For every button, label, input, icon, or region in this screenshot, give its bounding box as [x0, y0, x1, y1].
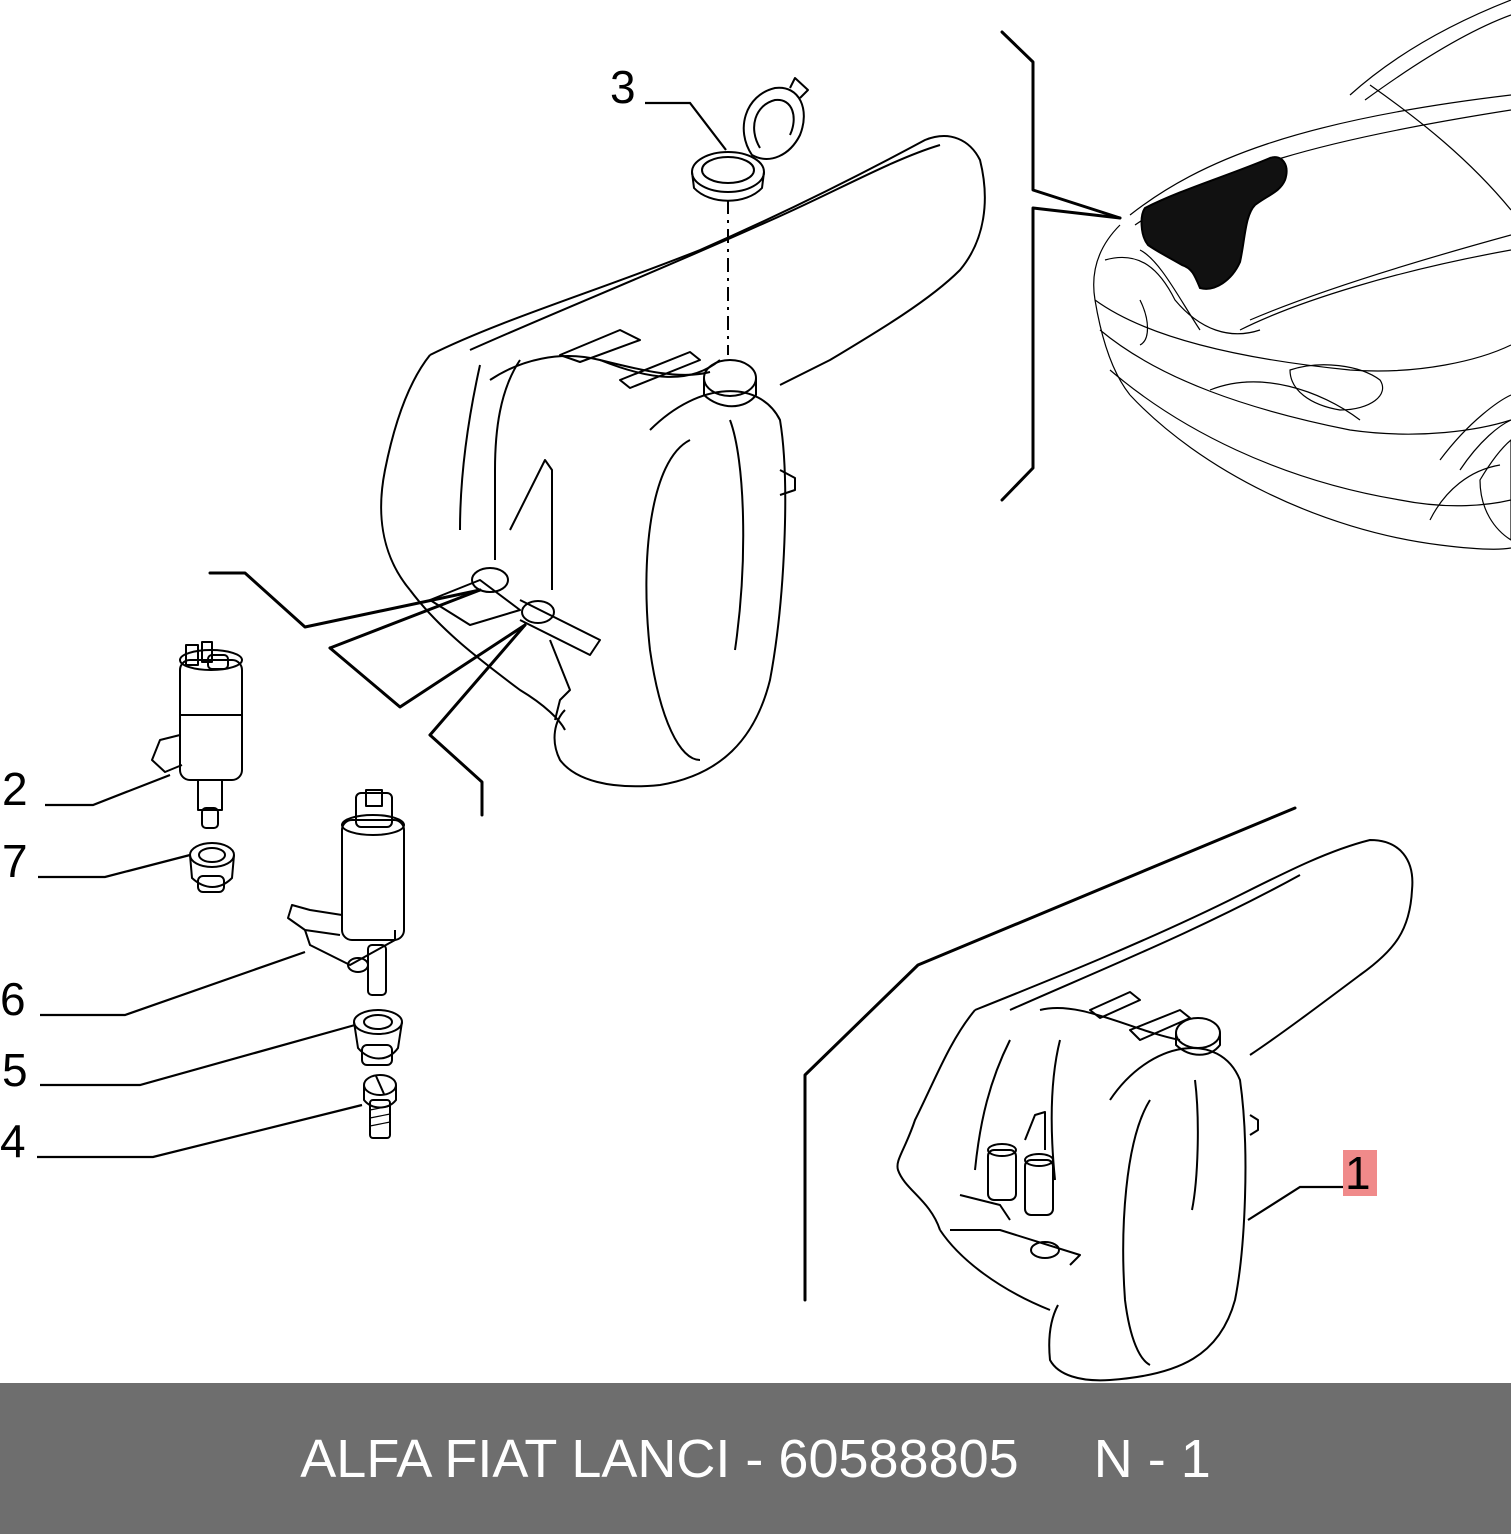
leader-lines [37, 101, 1347, 1302]
washer-tank-exploded [380, 135, 986, 788]
reservoir-location-highlight [1140, 156, 1288, 290]
footer-part-bar: ALFA FIAT LANCI - 60588805 N - 1 [0, 1383, 1511, 1534]
car-front-illustration [1093, 0, 1511, 550]
callout-4: 4 [0, 1115, 26, 1167]
pump-grommet-5 [353, 1009, 403, 1066]
callout-5: 5 [2, 1044, 28, 1096]
pump-grommet-7 [189, 842, 235, 893]
washer-pump-2 [151, 641, 243, 829]
callout-1-highlighted: 1 [1343, 1150, 1377, 1196]
screw-4 [363, 1074, 397, 1139]
callout-7: 7 [2, 835, 28, 887]
washer-tank-assembled [896, 839, 1414, 1382]
footer-separator: - [730, 1428, 779, 1489]
callout-3: 3 [610, 61, 636, 113]
footer-item-ref: N - 1 [1093, 1428, 1211, 1489]
parts-diagram [37, 0, 1511, 1382]
washer-pump-6 [287, 789, 405, 996]
callout-2: 2 [2, 763, 28, 815]
callout-6: 6 [0, 973, 26, 1025]
footer-gap [1019, 1428, 1094, 1490]
footer-part-number: 60588805 [778, 1428, 1019, 1489]
filler-cap [691, 77, 809, 202]
footer-brand: ALFA FIAT LANCI [300, 1428, 731, 1489]
location-bracket [1000, 30, 1122, 502]
